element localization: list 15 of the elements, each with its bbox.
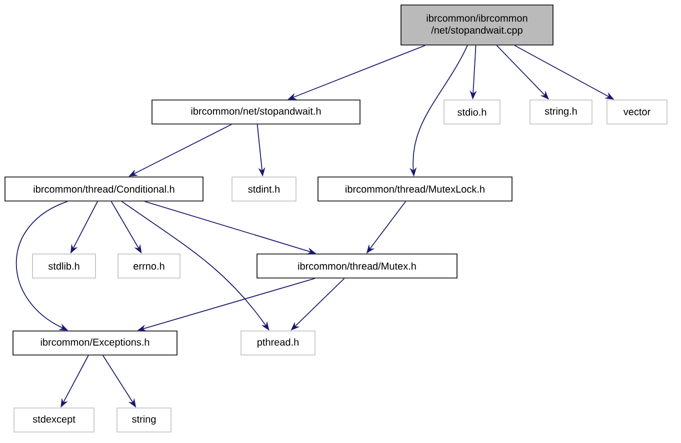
- header-box: string: [116, 408, 172, 432]
- file-box: ibrcommon/ibrcommon /net/stopandwait.cpp: [400, 4, 554, 46]
- header-box: ibrcommon/net/stopandwait.h: [152, 100, 360, 124]
- header-box: string.h: [530, 100, 592, 124]
- header-box: stdio.h: [444, 100, 500, 124]
- header-box: stdexcept: [14, 408, 94, 432]
- header-box: errno.h: [118, 254, 180, 278]
- header-box: ibrcommon/thread/MutexLock.h: [318, 176, 512, 202]
- header-box: stdlib.h: [32, 254, 96, 278]
- header-box: vector: [606, 100, 668, 124]
- header-box: ibrcommon/thread/Mutex.h: [256, 254, 458, 278]
- header-box: ibrcommon/thread/Conditional.h: [4, 176, 204, 202]
- header-box: ibrcommon/Exceptions.h: [12, 330, 178, 356]
- header-box: stdint.h: [232, 176, 296, 202]
- header-box: pthread.h: [240, 330, 316, 356]
